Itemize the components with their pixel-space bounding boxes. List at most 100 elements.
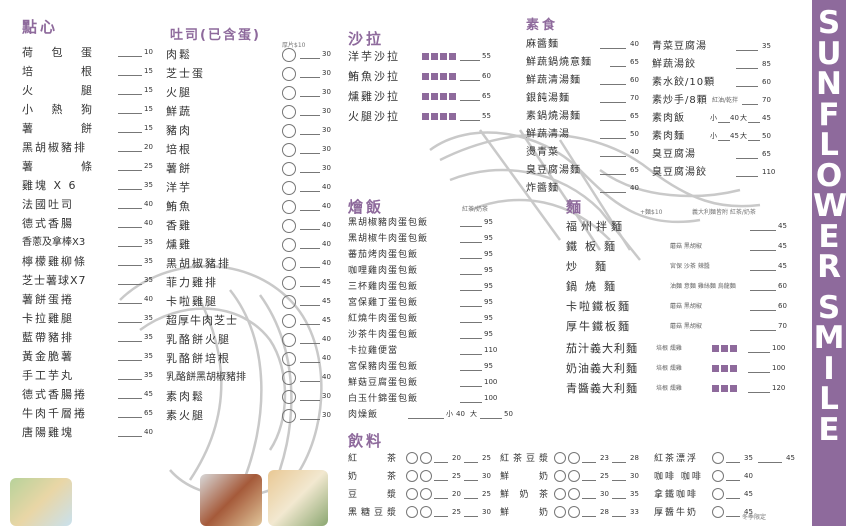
- noodles-note-right: 義大利麵皆附 紅茶/奶茶: [692, 209, 756, 216]
- brand-title-letter: L: [819, 381, 839, 417]
- noodles-heading: 麵: [566, 198, 585, 216]
- brand-title-letter: S: [817, 289, 841, 326]
- brand-title-letter: O: [815, 157, 843, 194]
- drinks-heading: 飲料: [348, 432, 385, 450]
- brand-title-letter: M: [813, 320, 845, 356]
- salad-heading: 沙拉: [348, 30, 385, 48]
- food-photo-steak: [200, 474, 262, 526]
- brand-title-letter: F: [818, 96, 840, 133]
- toast-heading: 吐司(已含蛋): [170, 28, 261, 43]
- brand-title-letter: E: [818, 218, 840, 255]
- brand-title-letter: N: [816, 66, 842, 102]
- brand-title-letter: R: [817, 249, 841, 285]
- food-photo-toast: [268, 470, 328, 526]
- brand-title-letter: W: [813, 188, 846, 224]
- food-photo-sandwich: [10, 478, 72, 526]
- brand-title-letter: S: [817, 5, 841, 41]
- brand-title-letter: U: [816, 35, 842, 72]
- brand-title-letter: I: [823, 350, 835, 387]
- vegetarian-heading: 素食: [526, 18, 559, 33]
- drinks-note: 冬季限定: [742, 514, 767, 521]
- snacks-heading: 點心: [22, 18, 59, 36]
- toast-note: 厚片$10: [282, 42, 306, 49]
- menu-board: 點心 吐司(已含蛋) 厚片$10 沙拉 燴飯 紅茶/奶茶 素食 麵 +麵$10 …: [10, 18, 795, 526]
- brand-title-letter: L: [819, 127, 839, 163]
- noodles-note-left: +麵$10: [640, 209, 663, 216]
- rice-note: 紅茶/奶茶: [462, 206, 489, 213]
- brand-title-letter: E: [818, 411, 840, 448]
